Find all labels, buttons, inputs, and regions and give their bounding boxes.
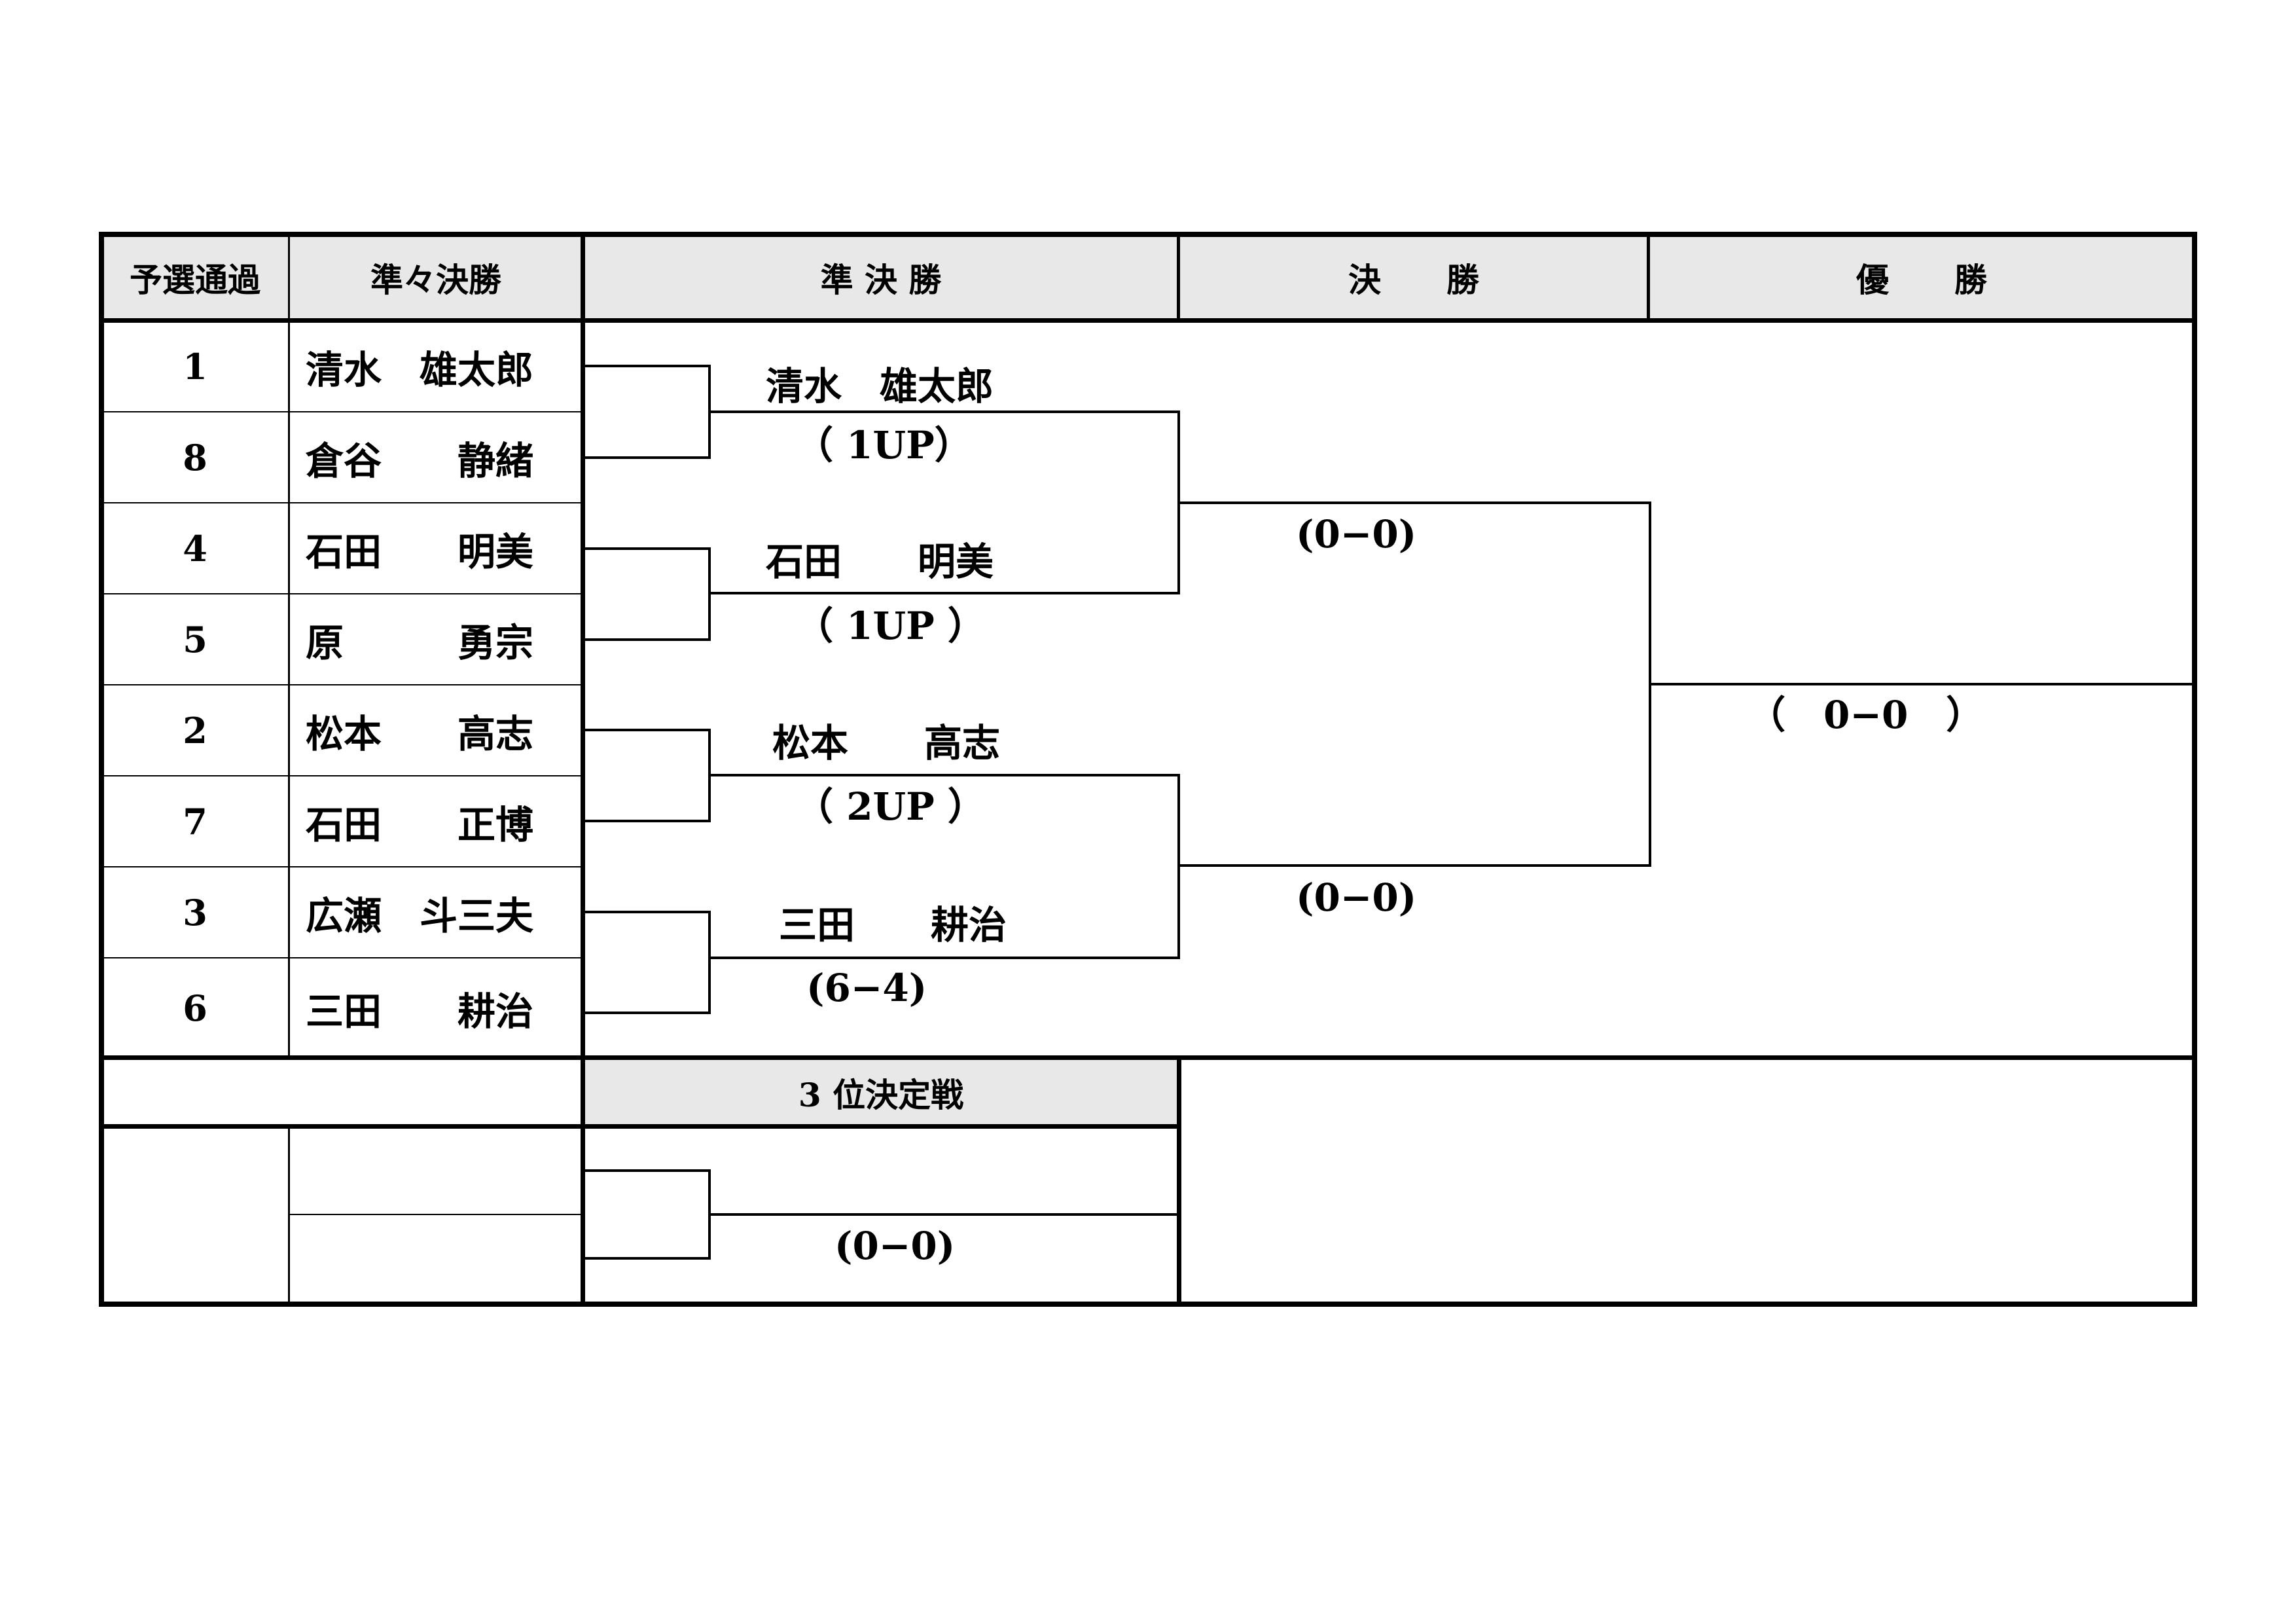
row-rule	[101, 957, 582, 958]
seed-number: 7	[183, 800, 207, 843]
border-bottom	[99, 1302, 2197, 1307]
row-rule	[101, 411, 582, 412]
qf4-score: (6−4)	[806, 966, 927, 1010]
qf1-winner: 清水 雄太郎	[766, 364, 994, 409]
qf3-score: （ 2UP ）	[795, 784, 986, 829]
border-left	[99, 232, 104, 1307]
header-quarterfinal: 準々決勝	[289, 234, 583, 321]
qf3-winner: 松本 高志	[772, 721, 1001, 765]
border-right	[2192, 232, 2197, 1307]
section-divider	[99, 1055, 2197, 1060]
seed-number: 8	[183, 436, 207, 479]
col-divider-names	[581, 234, 585, 1304]
seed-number: 5	[183, 618, 207, 661]
header-champion: 優 勝	[1649, 234, 2195, 321]
qf4-winner: 三田 耕治	[779, 903, 1007, 947]
final-score: （ 0−0 ）	[1748, 693, 1984, 737]
player-name: 石田 正博	[306, 802, 534, 847]
qf2-winner: 石田 明美	[766, 539, 994, 584]
col-divider-semifinal-header	[1177, 234, 1180, 321]
border-top	[99, 232, 2197, 237]
seed-number: 2	[183, 709, 207, 752]
sf1-score: (0−0)	[1296, 512, 1417, 556]
row-rule	[101, 502, 582, 503]
col-divider-seed-lower	[288, 1127, 290, 1304]
row-rule	[101, 866, 582, 867]
header-bottom-rule	[99, 318, 2197, 323]
player-name: 原 勇宗	[306, 620, 534, 665]
col-divider-third-place	[1177, 1058, 1181, 1304]
header-final: 決 勝	[1179, 234, 1649, 321]
header-qualifier: 予選通過	[101, 234, 289, 321]
player-name: 広瀬 斗三夫	[306, 893, 534, 938]
player-name: 三田 耕治	[306, 989, 534, 1034]
qf2-score: （ 1UP ）	[795, 604, 986, 648]
seed-number: 3	[183, 891, 207, 934]
qf1-score: （ 1UP）	[795, 423, 973, 467]
row-rule	[101, 775, 582, 776]
player-name: 清水 雄太郎	[306, 347, 534, 392]
player-name: 石田 明美	[306, 529, 534, 574]
row-rule	[101, 684, 582, 685]
seed-number: 4	[183, 527, 207, 570]
third-place-score: (0−0)	[834, 1224, 956, 1268]
third-header-bottom-rule	[99, 1124, 1181, 1129]
seed-number: 1	[183, 345, 207, 388]
row-rule	[101, 593, 582, 594]
col-divider-seed	[288, 234, 290, 1058]
col-divider-final-header	[1647, 234, 1650, 321]
row-rule-third-place	[289, 1214, 582, 1215]
player-name: 松本 高志	[306, 711, 534, 756]
header-third-place: 3 位決定戦	[583, 1058, 1179, 1127]
seed-number: 6	[183, 987, 207, 1029]
header-semifinal: 準 決 勝	[583, 234, 1179, 321]
sf2-score: (0−0)	[1296, 875, 1417, 920]
player-name: 倉谷 静緒	[306, 438, 534, 483]
